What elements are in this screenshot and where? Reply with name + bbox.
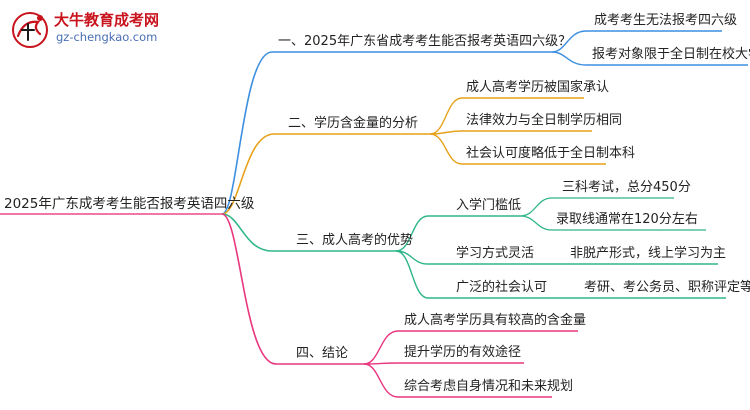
- connector-b4-c3: [363, 363, 399, 398]
- logo-icon: [12, 12, 48, 48]
- connector-b3-c1-g2: [519, 215, 553, 231]
- connector-branch-1: [221, 51, 273, 215]
- branch-4-child-2: 提升学历的有效途径: [404, 345, 522, 360]
- root-node: 2025年广东成考考生能否报考英语四六级: [4, 196, 255, 212]
- connector-b3-c3: [395, 250, 429, 299]
- branch-2-child-1: 成人高考学历被国家承认: [466, 80, 610, 95]
- branch-4-child-3: 综合考虑自身情况和未来规划: [404, 379, 574, 394]
- watermark-url: gz-chengkao.com: [56, 30, 158, 44]
- connector-branch-3: [221, 213, 273, 252]
- branch-3-child-1-detail-2: 录取线通常在120分左右: [556, 212, 698, 227]
- branch-3-child-3-detail-1: 考研、考公务员、职称评定等: [584, 280, 750, 295]
- branch-3-node: 三、成人高考的优势: [296, 233, 414, 248]
- branch-2-node: 二、学历含金量的分析: [288, 116, 419, 131]
- connector-branch-2: [221, 133, 275, 215]
- connector-b3-c1-g1: [519, 197, 553, 217]
- connector-b3-c1: [395, 215, 429, 252]
- watermark-title: 大牛教育成考网: [54, 11, 160, 29]
- branch-2-child-3: 社会认可度略低于全日制本科: [466, 146, 636, 161]
- connector-b1-c2: [551, 51, 587, 66]
- connector-branch-4: [221, 213, 277, 365]
- branch-4-node: 四、结论: [296, 346, 349, 361]
- branch-3-child-3: 广泛的社会认可: [456, 280, 548, 295]
- branch-3-child-1: 入学门槛低: [456, 198, 522, 213]
- branch-1-child-2: 报考对象限于全日制在校大学生: [592, 47, 750, 62]
- branch-1-child-1: 成考考生无法报考四六级: [594, 13, 738, 28]
- branch-1-node: 一、2025年广东省成考考生能否报考英语四六级？: [278, 34, 572, 49]
- connector-b4-c1: [363, 330, 399, 365]
- branch-3-child-2-detail-1: 非脱产形式，线上学习为主: [570, 246, 727, 261]
- connector-b2-c3: [429, 133, 463, 165]
- branch-2-child-2: 法律效力与全日制学历相同: [466, 113, 623, 128]
- branch-3-child-1-detail-1: 三科考试，总分450分: [562, 180, 691, 195]
- branch-4-child-1: 成人高考学历具有较高的含金量: [404, 313, 587, 328]
- branch-3-child-2: 学习方式灵活: [456, 246, 535, 261]
- connector-b1-c1: [551, 30, 587, 53]
- connector-b2-c1: [429, 97, 463, 135]
